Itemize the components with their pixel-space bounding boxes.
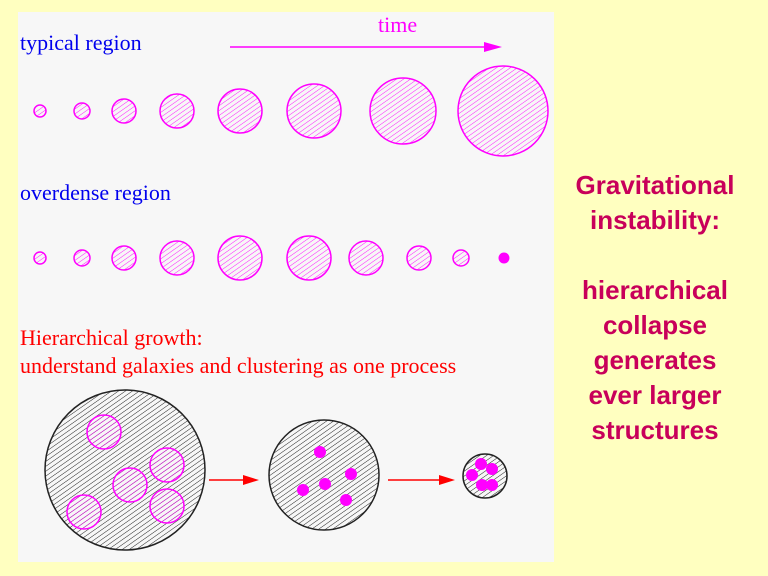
- hierarchical-growth-title: Hierarchical growth:: [20, 325, 203, 350]
- caption-line: instability:: [589, 205, 720, 235]
- halo-circle: [111, 98, 137, 124]
- halo-circle: [457, 65, 549, 157]
- halo-circle: [286, 235, 332, 281]
- subhalo-circle: [86, 414, 122, 450]
- galaxy-dot: [340, 494, 352, 506]
- red-arrow: [388, 475, 455, 485]
- caption-line: generates: [593, 345, 717, 375]
- halo-circle: [406, 245, 432, 271]
- galaxy-dot: [486, 463, 498, 475]
- overdense-region-label: overdense region: [20, 180, 171, 205]
- medium-region-circle: [268, 419, 380, 531]
- halo-circle: [73, 102, 91, 120]
- subhalo-circle: [66, 494, 102, 530]
- halo-circle: [217, 88, 263, 134]
- red-arrow: [209, 475, 259, 485]
- galaxy-dot: [476, 479, 488, 491]
- halo-circle: [33, 251, 47, 265]
- galaxy-dot: [486, 479, 498, 491]
- subhalo-circle: [149, 447, 185, 483]
- halo-circle: [286, 83, 342, 139]
- galaxy-dot: [319, 478, 331, 490]
- halo-circle: [217, 235, 263, 281]
- galaxy-dot: [345, 468, 357, 480]
- typical-region-label: typical region: [20, 30, 142, 55]
- caption-line: structures: [591, 415, 719, 445]
- caption-line: ever larger: [588, 380, 722, 410]
- galaxy-dot: [466, 469, 478, 481]
- caption-line: collapse: [602, 310, 708, 340]
- hierarchical-merger-sequence: [44, 389, 508, 551]
- galaxy-dot: [297, 484, 309, 496]
- subhalo-circle: [112, 467, 148, 503]
- halo-circle: [159, 93, 195, 129]
- typical-region-row: [33, 65, 549, 157]
- hierarchical-growth-subtitle: understand galaxies and clustering as on…: [20, 353, 456, 378]
- side-caption: Gravitational instability: hierarchical …: [560, 168, 750, 448]
- halo-circle: [159, 240, 195, 276]
- halo-circle: [369, 77, 437, 145]
- collapsed-halo-dot: [498, 252, 510, 264]
- galaxy-dot: [475, 458, 487, 470]
- halo-circle: [348, 240, 384, 276]
- halo-circle: [452, 249, 470, 267]
- subhalo-circle: [149, 488, 185, 524]
- halo-circle: [111, 245, 137, 271]
- overdense-region-row: [33, 235, 510, 281]
- time-arrow: [230, 42, 502, 52]
- halo-circle: [73, 249, 91, 267]
- time-label: time: [378, 12, 417, 37]
- galaxy-dot: [314, 446, 326, 458]
- caption-line: hierarchical: [582, 275, 728, 305]
- caption-line: Gravitational: [575, 170, 735, 200]
- halo-circle: [33, 104, 47, 118]
